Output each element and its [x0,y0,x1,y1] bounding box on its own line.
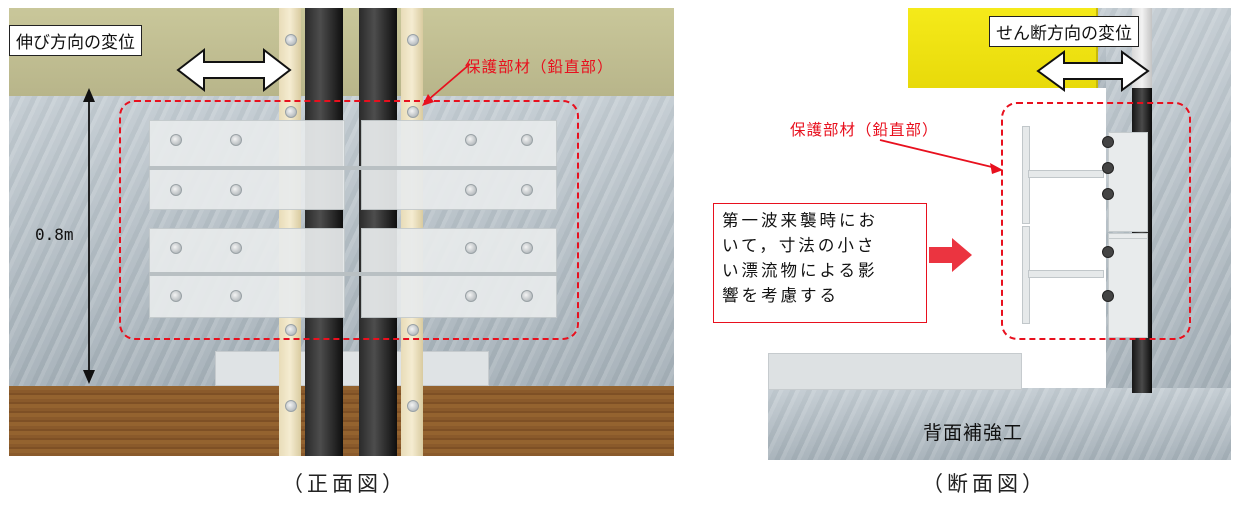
front-leader-line [427,63,471,101]
protection-member-outline [119,100,579,340]
bolt [1102,136,1114,148]
extension-direction-label: 伸び方向の変位 [9,25,142,56]
section-leader-arrowhead [990,163,1003,174]
bolt [407,400,419,412]
bolt [521,134,533,146]
bolt [407,324,419,336]
bolt [465,134,477,146]
h-beam-upper-web [1028,170,1104,178]
bolt [285,106,297,118]
bolt [285,324,297,336]
bolt [285,34,297,46]
front-protection-label: 保護部材（鉛直部） [465,58,614,76]
section-view-caption: （断面図） [922,472,1047,496]
bolt [230,242,242,254]
bolt [521,242,533,254]
bolt [170,242,182,254]
plate-rib-1 [149,166,557,170]
debris-note-box: 第一波来襲時にお いて，寸法の小さ い漂流物による影 響を考慮する [713,203,927,323]
front-view-caption: （正面図） [282,472,407,496]
bolt [170,184,182,196]
bolt [285,400,297,412]
front-view-diagram [9,8,674,456]
bolt [1102,290,1114,302]
bolt [1102,188,1114,200]
section-protection-label: 保護部材（鉛直部） [790,121,939,139]
section-leader-line [879,139,997,169]
note-line: 響を考慮する [722,286,839,305]
back-reinforcement-base [768,388,1231,460]
note-block-arrow [929,238,972,272]
bolt [170,290,182,302]
plate-rib-2 [149,272,557,276]
bolt [465,290,477,302]
note-line: いて，寸法の小さ [722,236,877,255]
bracket-upper [1108,132,1148,232]
section-protection-outline [1001,102,1191,340]
bolt [170,134,182,146]
bottom-plinth [215,351,489,386]
bolt [230,184,242,196]
bolt [521,290,533,302]
dimension-arrow-bottom [83,370,95,384]
bolt [230,290,242,302]
shear-direction-label: せん断方向の変位 [989,16,1139,47]
back-reinforcement-label: 背面補強工 [923,422,1024,444]
bolt [230,134,242,146]
bottom-step [768,353,1022,390]
front-leader-arrowhead [422,94,434,106]
bolt [521,184,533,196]
note-line: 第一波来襲時にお [722,211,878,230]
dimension-arrow-top [83,88,95,102]
bolt [465,242,477,254]
extension-double-arrow [176,47,292,93]
shear-double-arrow [1036,50,1150,92]
bolt [1102,246,1114,258]
note-line: い漂流物による影 [722,261,878,280]
bolt [465,184,477,196]
bracket-base [1108,233,1148,239]
dimension-label: 0.8m [35,225,74,244]
protection-plate-top-left [149,120,345,210]
bolt [407,34,419,46]
bracket-lower [1108,238,1148,338]
bolt [1102,162,1114,174]
bolt [407,106,419,118]
h-beam-lower-web [1028,270,1104,278]
